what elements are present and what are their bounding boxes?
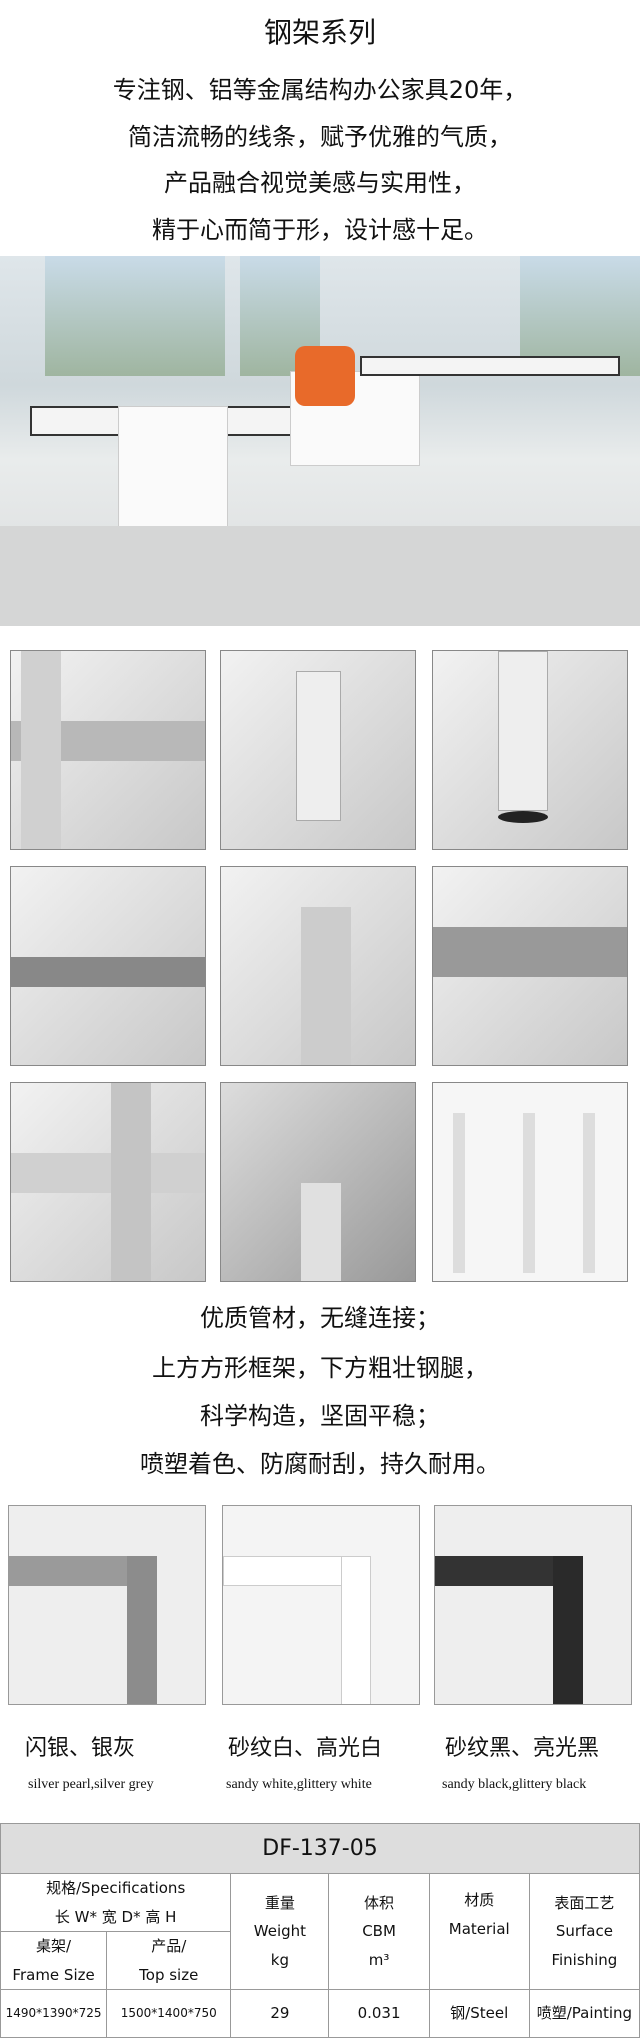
h: kg (270, 1950, 290, 1969)
detail-photo (432, 650, 628, 850)
finish-label-cn: 砂纹白、高光白 (228, 1736, 383, 1761)
intro-line: 专注钢、铝等金属结构办公家具20年， (112, 76, 528, 104)
office-photo (0, 256, 640, 626)
h: Surface (555, 1922, 613, 1941)
h: 产品/ (151, 1937, 187, 1955)
h: Weight (253, 1922, 307, 1941)
top-header: 产品/Top size (106, 1931, 232, 1990)
dims-label: 长 W* 宽 D* 高 H (54, 1907, 177, 1926)
finish-swatch-black (434, 1505, 632, 1705)
detail-photo (432, 866, 628, 1066)
weight-value: 29 (230, 1989, 330, 2038)
intro-line: 产品融合视觉美感与实用性， (164, 169, 476, 197)
detail-photo (220, 1082, 416, 1282)
intro-line: 简洁流畅的线条，赋予优雅的气质， (128, 123, 512, 151)
feature-line: 科学构造，坚固平稳； (200, 1402, 440, 1430)
h: 表面工艺 (554, 1893, 615, 1912)
finish-swatch-white (222, 1505, 420, 1705)
finish-label-cn: 闪银、银灰 (25, 1736, 136, 1761)
top-size: 1500*1400*750 (106, 1989, 232, 2038)
material-value: 钢/Steel (428, 1989, 530, 2038)
detail-photo (220, 650, 416, 850)
volume-header: 体积 CBM m³ (328, 1873, 430, 1990)
h: CBM (362, 1922, 396, 1941)
detail-photo (10, 650, 206, 850)
finish-swatch-silver (8, 1505, 206, 1705)
finish-label-en: sandy black,glittery black (442, 1777, 587, 1792)
intro-line: 精于心而简于形，设计感十足。 (152, 216, 488, 244)
material-header: 材质 Material (428, 1873, 530, 1990)
h: 桌架/ (36, 1937, 72, 1955)
page-title: 钢架系列 (263, 16, 376, 49)
h: Top size (139, 1965, 199, 1984)
detail-photo (220, 866, 416, 1066)
frame-header: 桌架/Frame Size (0, 1931, 108, 1990)
detail-photo (10, 1082, 206, 1282)
h: Finishing (551, 1950, 618, 1969)
finish-label-en: sandy white,glittery white (226, 1777, 372, 1792)
h: Frame Size (12, 1965, 95, 1984)
spec-label: 规格/Specifications (46, 1879, 186, 1897)
spec-table: DF-137-05 规格/Specifications 长 W* 宽 D* 高 H… (0, 1823, 640, 2038)
detail-photo (10, 866, 206, 1066)
frame-size: 1490*1390*725 (0, 1989, 108, 2038)
feature-line: 优质管材，无缝连接； (200, 1304, 440, 1332)
h: 重量 (264, 1893, 295, 1912)
feature-line: 上方方形框架，下方粗壮钢腿， (152, 1354, 488, 1382)
spec-header: 规格/Specifications 长 W* 宽 D* 高 H (0, 1873, 232, 1932)
feature-line: 喷塑着色、防腐耐刮，持久耐用。 (140, 1450, 500, 1478)
h: 体积 (364, 1893, 395, 1912)
detail-photo (432, 1082, 628, 1282)
model-number: DF-137-05 (0, 1823, 640, 1874)
finish-label-cn: 砂纹黑、亮光黑 (445, 1736, 600, 1761)
volume-value: 0.031 (328, 1989, 430, 2038)
finish-label-en: silver pearl,silver grey (28, 1777, 154, 1792)
surface-value: 喷塑/Painting (528, 1989, 640, 2038)
h: Material (448, 1919, 510, 1938)
weight-header: 重量 Weight kg (230, 1873, 330, 1990)
h: 材质 (464, 1891, 495, 1909)
h: m³ (368, 1950, 390, 1969)
